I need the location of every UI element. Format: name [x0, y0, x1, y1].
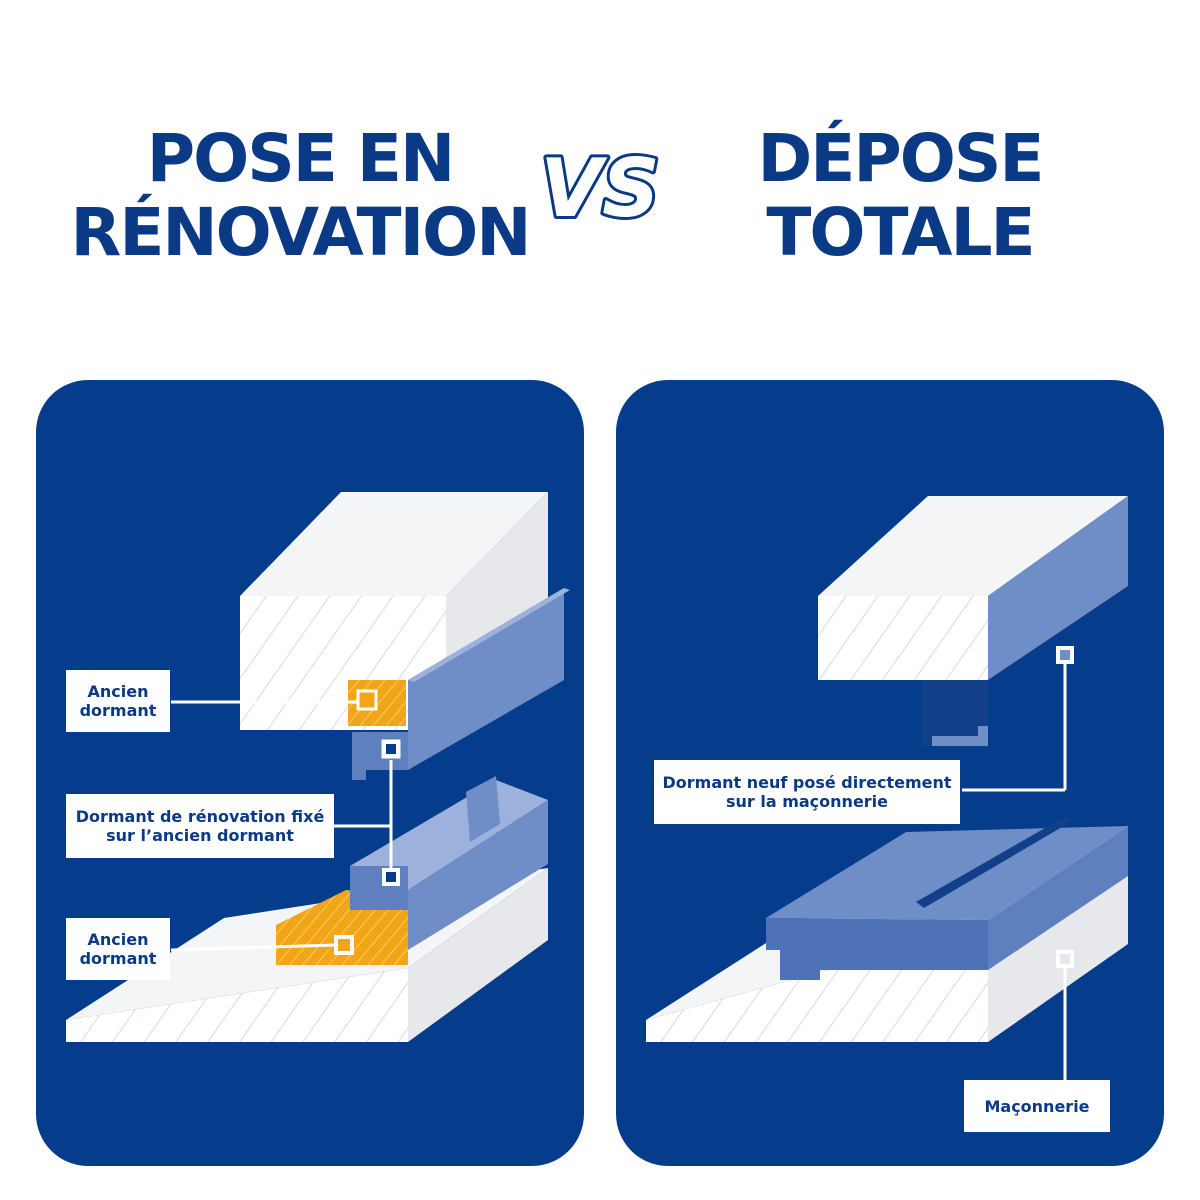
renovation-panel: Ancien dormant Dormant de rénovation fix… [36, 380, 584, 1166]
label-masonry-text: Maçonnerie [984, 1096, 1090, 1116]
label-renovation-frame: Dormant de rénovation fixé sur l’ancien … [66, 794, 334, 858]
label-old-frame-bottom: Ancien dormant [66, 918, 170, 980]
label-new-frame-line-1: Dormant neuf posé directement [662, 773, 952, 792]
vs-badge: VS [537, 139, 663, 238]
label-new-frame-line-2: sur la maçonnerie [725, 792, 889, 811]
label-masonry: Maçonnerie [964, 1080, 1110, 1132]
right-title: DÉPOSE TOTALE [700, 122, 1100, 270]
upper-renovation-profile [352, 588, 570, 780]
label-old-frame-bottom-line-1: Ancien [87, 930, 149, 949]
label-old-frame-top: Ancien dormant [66, 670, 170, 732]
right-title-line-2: TOTALE [766, 194, 1035, 271]
label-old-frame-top-line-1: Ancien [87, 682, 149, 701]
label-renovation-frame-line-2: sur l’ancien dormant [106, 826, 294, 845]
leader-lines [962, 664, 1067, 1080]
lower-renovation-profile [350, 776, 548, 950]
label-new-frame: Dormant neuf posé directement sur la maç… [654, 760, 960, 824]
label-renovation-frame-line-1: Dormant de rénovation fixé [75, 807, 325, 826]
full-removal-illustration [646, 496, 1128, 1080]
full-removal-panel: Dormant neuf posé directement sur la maç… [616, 380, 1164, 1166]
vs-text: VS [540, 142, 660, 235]
label-old-frame-bottom-line-2: dormant [79, 949, 157, 968]
renovation-illustration [66, 492, 570, 1042]
leader-lines [170, 689, 393, 952]
new-frame-profile [766, 816, 1128, 980]
label-old-frame-top-line-2: dormant [79, 701, 157, 720]
left-title-line-2: RÉNOVATION [70, 194, 532, 271]
upper-masonry-block [818, 496, 1128, 746]
left-title-line-1: POSE EN [146, 120, 455, 197]
right-title-line-1: DÉPOSE [757, 120, 1045, 197]
left-title: POSE EN RÉNOVATION [60, 122, 540, 270]
